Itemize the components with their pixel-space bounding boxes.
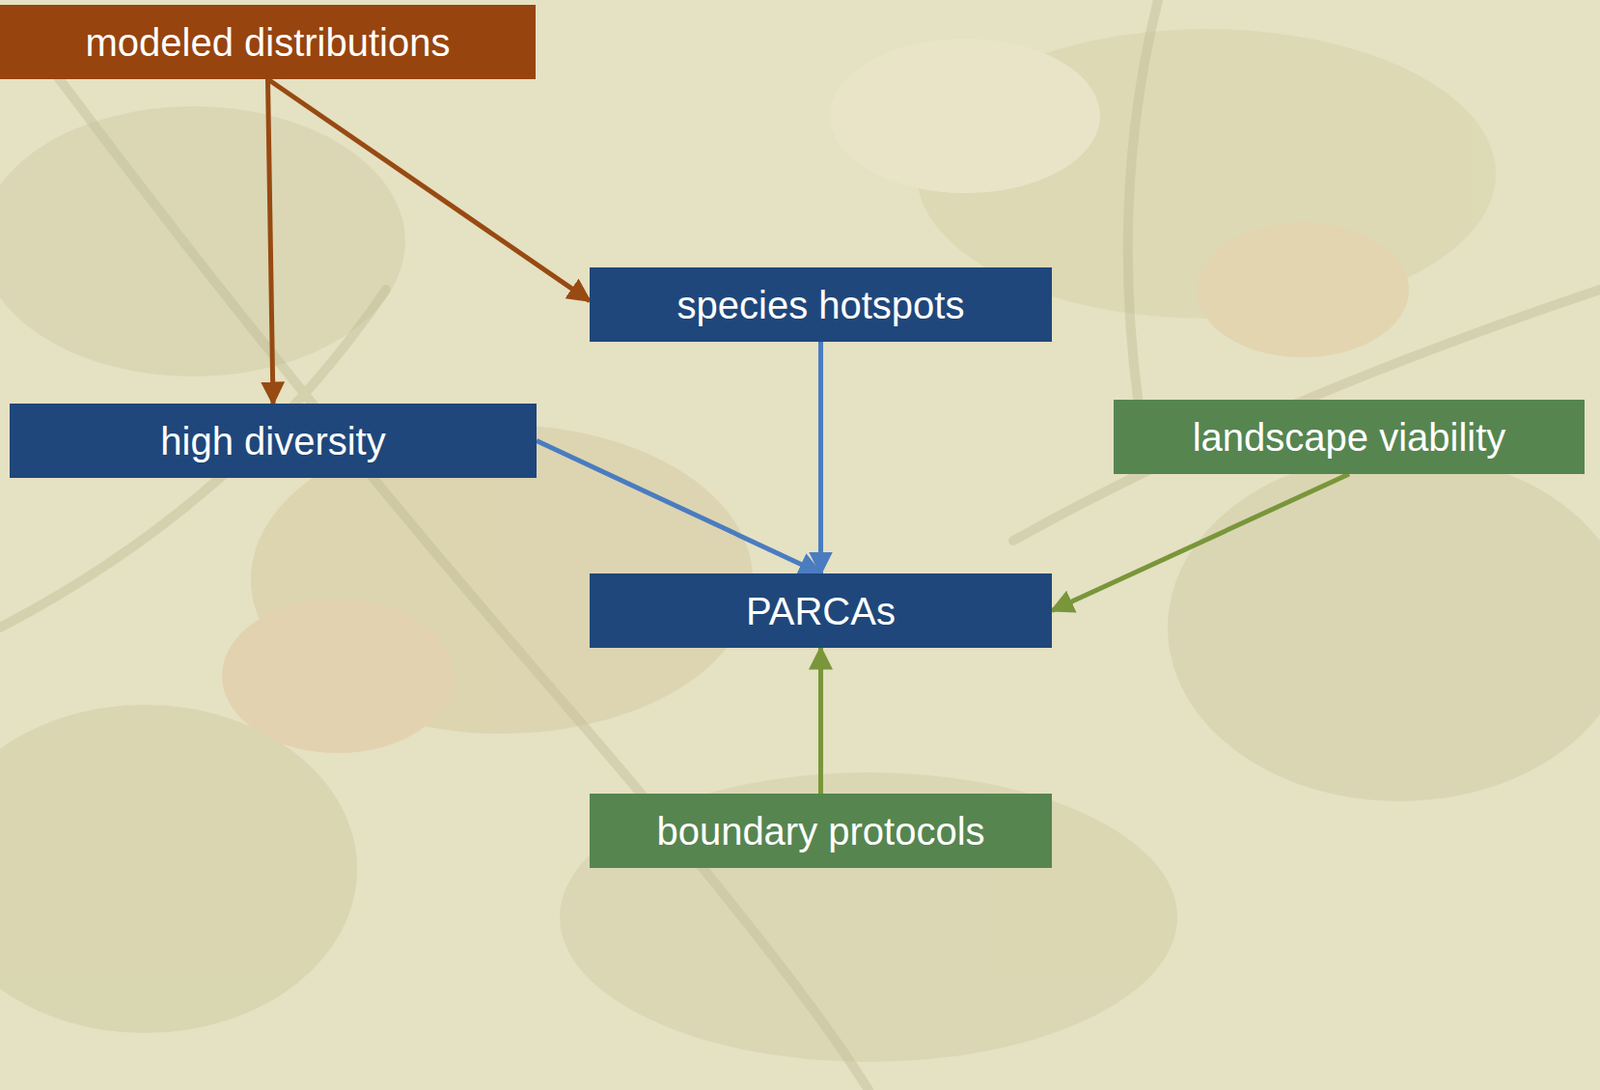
box-label: modeled distributions: [85, 21, 451, 64]
result-box: PARCAs: [589, 573, 1052, 648]
box-label: high diversity: [160, 419, 386, 463]
process-box: species hotspots: [589, 267, 1052, 342]
flow-arrow: [268, 79, 275, 404]
process-box: high diversity: [9, 403, 537, 478]
box-label: landscape viability: [1192, 415, 1507, 459]
input-box: boundary protocols: [589, 793, 1052, 868]
box-label: species hotspots: [677, 283, 966, 327]
box-label: boundary protocols: [656, 809, 985, 853]
source-box: modeled distributions: [0, 4, 536, 80]
flow-arrow: [268, 79, 591, 302]
flow-arrow: [818, 647, 824, 794]
box-label: PARCAs: [745, 589, 896, 633]
input-box: landscape viability: [1113, 399, 1585, 474]
flow-arrow: [536, 441, 822, 575]
flow-arrow: [1051, 473, 1350, 611]
flow-arrow: [818, 341, 824, 574]
